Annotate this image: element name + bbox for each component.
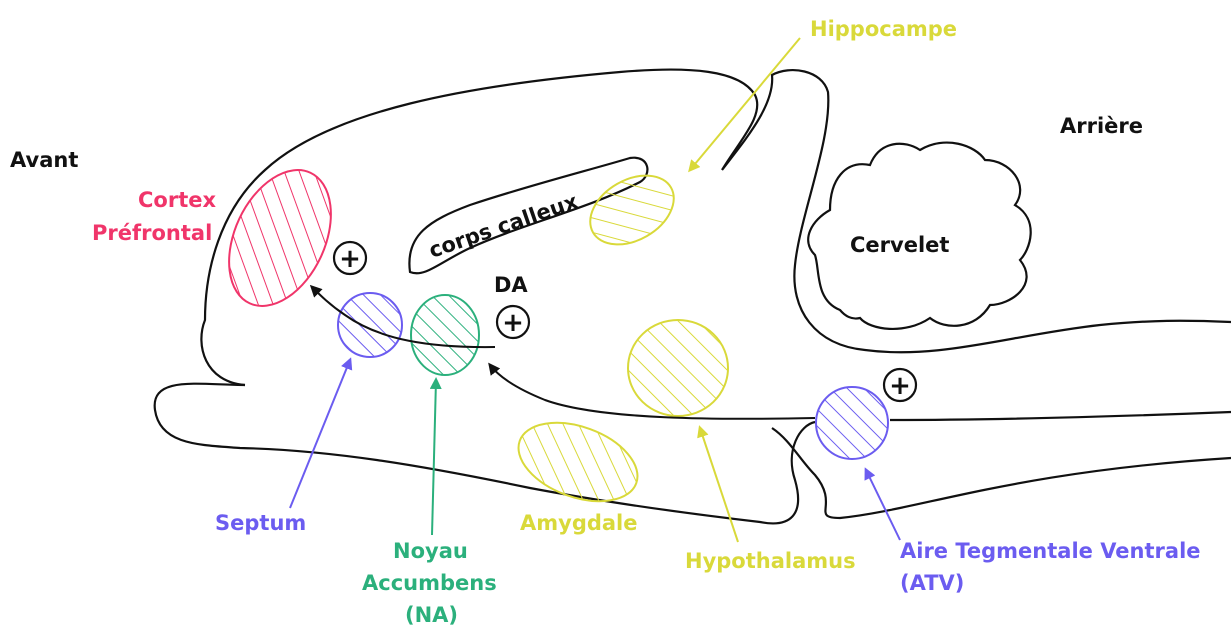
accumbens-label-line3: (NA)	[405, 603, 458, 627]
nucleus-accumbens-region	[411, 295, 479, 375]
front-label: Avant	[10, 148, 78, 172]
hippocampus-label: Hippocampe	[810, 17, 957, 41]
vta-region	[816, 387, 888, 459]
hypothalamus-label: Hypothalamus	[685, 549, 856, 573]
hypothalamus-arrow	[700, 428, 738, 542]
prefrontal-cortex-label-line2: Préfrontal	[92, 221, 212, 245]
accumbens-arrow	[432, 380, 436, 535]
septum-region	[338, 293, 402, 357]
amygdala-label: Amygdale	[520, 511, 638, 535]
hippocampus-arrow	[690, 38, 800, 170]
accumbens-label-line1: Noyau	[393, 539, 468, 563]
septum-arrow	[290, 360, 350, 508]
hypothalamus-region	[628, 320, 728, 416]
svg-text:+: +	[339, 244, 361, 274]
prefrontal-cortex-region	[209, 154, 351, 323]
plus-sign-vta: +	[884, 369, 916, 401]
corpus-callosum-label: corps calleux	[426, 189, 582, 263]
vta-label-line1: Aire Tegmentale Ventrale	[900, 539, 1201, 563]
vta-label-line2: (ATV)	[900, 571, 964, 595]
accumbens-label-line2: Accumbens	[362, 571, 497, 595]
vta-arrow	[866, 470, 900, 540]
hippocampus-region	[578, 162, 686, 259]
svg-text:+: +	[502, 308, 524, 338]
svg-text:+: +	[889, 371, 911, 401]
dopamine-label: DA	[494, 273, 528, 297]
back-label: Arrière	[1060, 114, 1143, 138]
cerebellum-label: Cervelet	[850, 233, 949, 257]
septum-label: Septum	[215, 511, 306, 535]
plus-sign-accumbens: +	[497, 306, 529, 338]
amygdala-region	[508, 408, 648, 516]
prefrontal-cortex-label-line1: Cortex	[138, 188, 216, 212]
plus-sign-cortex: +	[334, 242, 366, 274]
brainstem-top-outline	[890, 412, 1231, 420]
brain-outline-underside	[155, 384, 815, 524]
